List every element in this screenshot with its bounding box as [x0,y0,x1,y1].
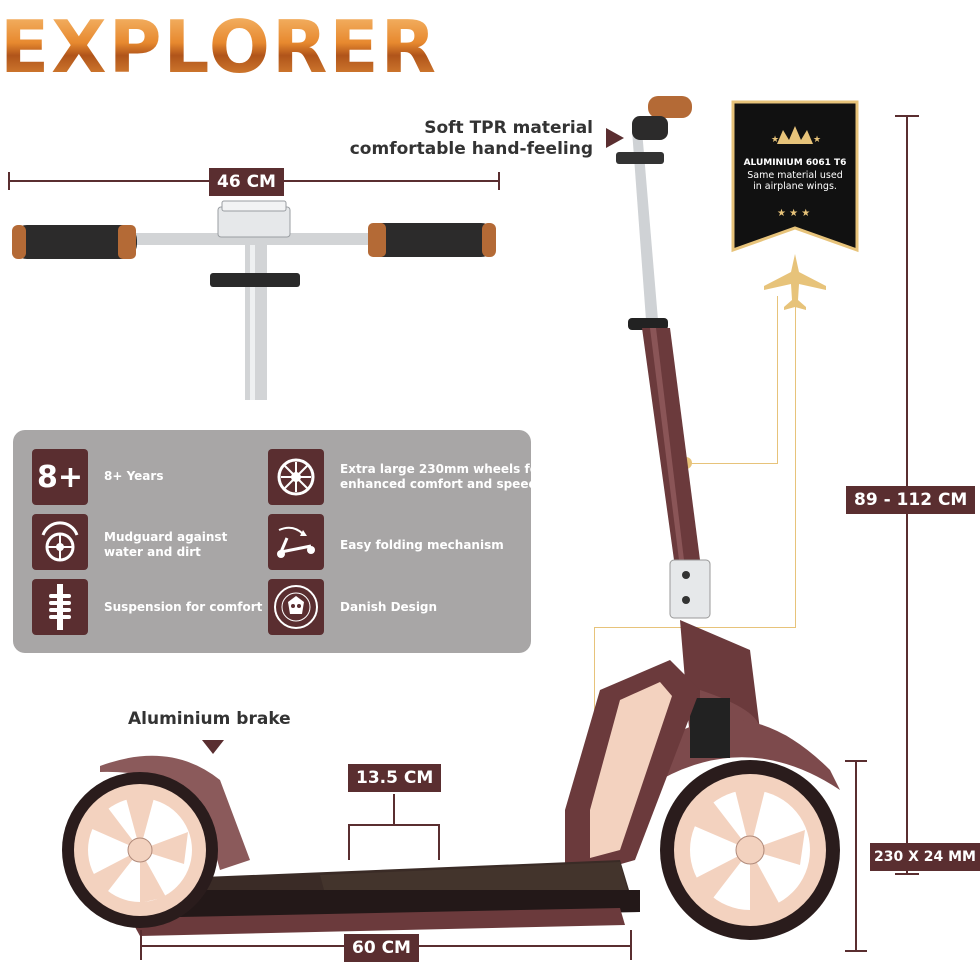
svg-text:★ ★ ★: ★ ★ ★ [777,208,810,219]
wheel-size-line [855,760,857,952]
feature-folding: Easy folding mechanism [340,538,504,552]
grip-pointer-icon [606,128,624,148]
badge-title: ALUMINIUM 6061 T6 [743,158,847,168]
folding-icon [268,514,324,570]
deck-width-line [348,824,438,826]
badge-leader-horizontal [686,463,778,464]
svg-text:★: ★ [771,135,779,145]
deck-width-label: 13.5 CM [348,764,442,792]
product-title: EXPLORER [0,5,439,89]
age-icon: 8+ [32,449,88,505]
scooter-illustration [62,96,840,940]
deck-length-label: 60 CM [344,934,419,962]
grip-callout: Soft TPR material comfortable hand-feeli… [348,118,593,160]
height-label: 89 - 112 CM [846,486,976,514]
grip-callout-line2: comfortable hand-feeling [349,139,593,159]
airplane-icon [764,254,826,310]
danish-design-icon [268,579,324,635]
wheel-size-label: 230 X 24 MM [870,843,980,871]
brake-callout: Aluminium brake [128,709,291,729]
suspension-icon [32,579,88,635]
handlebar-width-label: 46 CM [209,168,284,196]
feature-wheels: Extra large 230mm wheels for enhanced co… [340,462,544,491]
mudguard-icon [32,514,88,570]
badge-leader-vertical [777,296,778,464]
aluminium-badge: ★ ★ ★ ★ ★ [731,100,859,253]
feature-age: 8+ Years [104,469,164,483]
brake-pointer-icon [202,740,224,754]
grip-callout-line1: Soft TPR material [424,118,593,138]
feature-danish-design: Danish Design [340,600,438,614]
handlebar-illustration [12,200,496,400]
feature-mudguard: Mudguard against water and dirt [104,530,228,559]
wheel-icon [268,449,324,505]
badge-subtitle: Same material used in airplane wings. [747,170,843,192]
svg-text:★: ★ [813,135,821,145]
feature-suspension: Suspension for comfort [104,600,263,614]
